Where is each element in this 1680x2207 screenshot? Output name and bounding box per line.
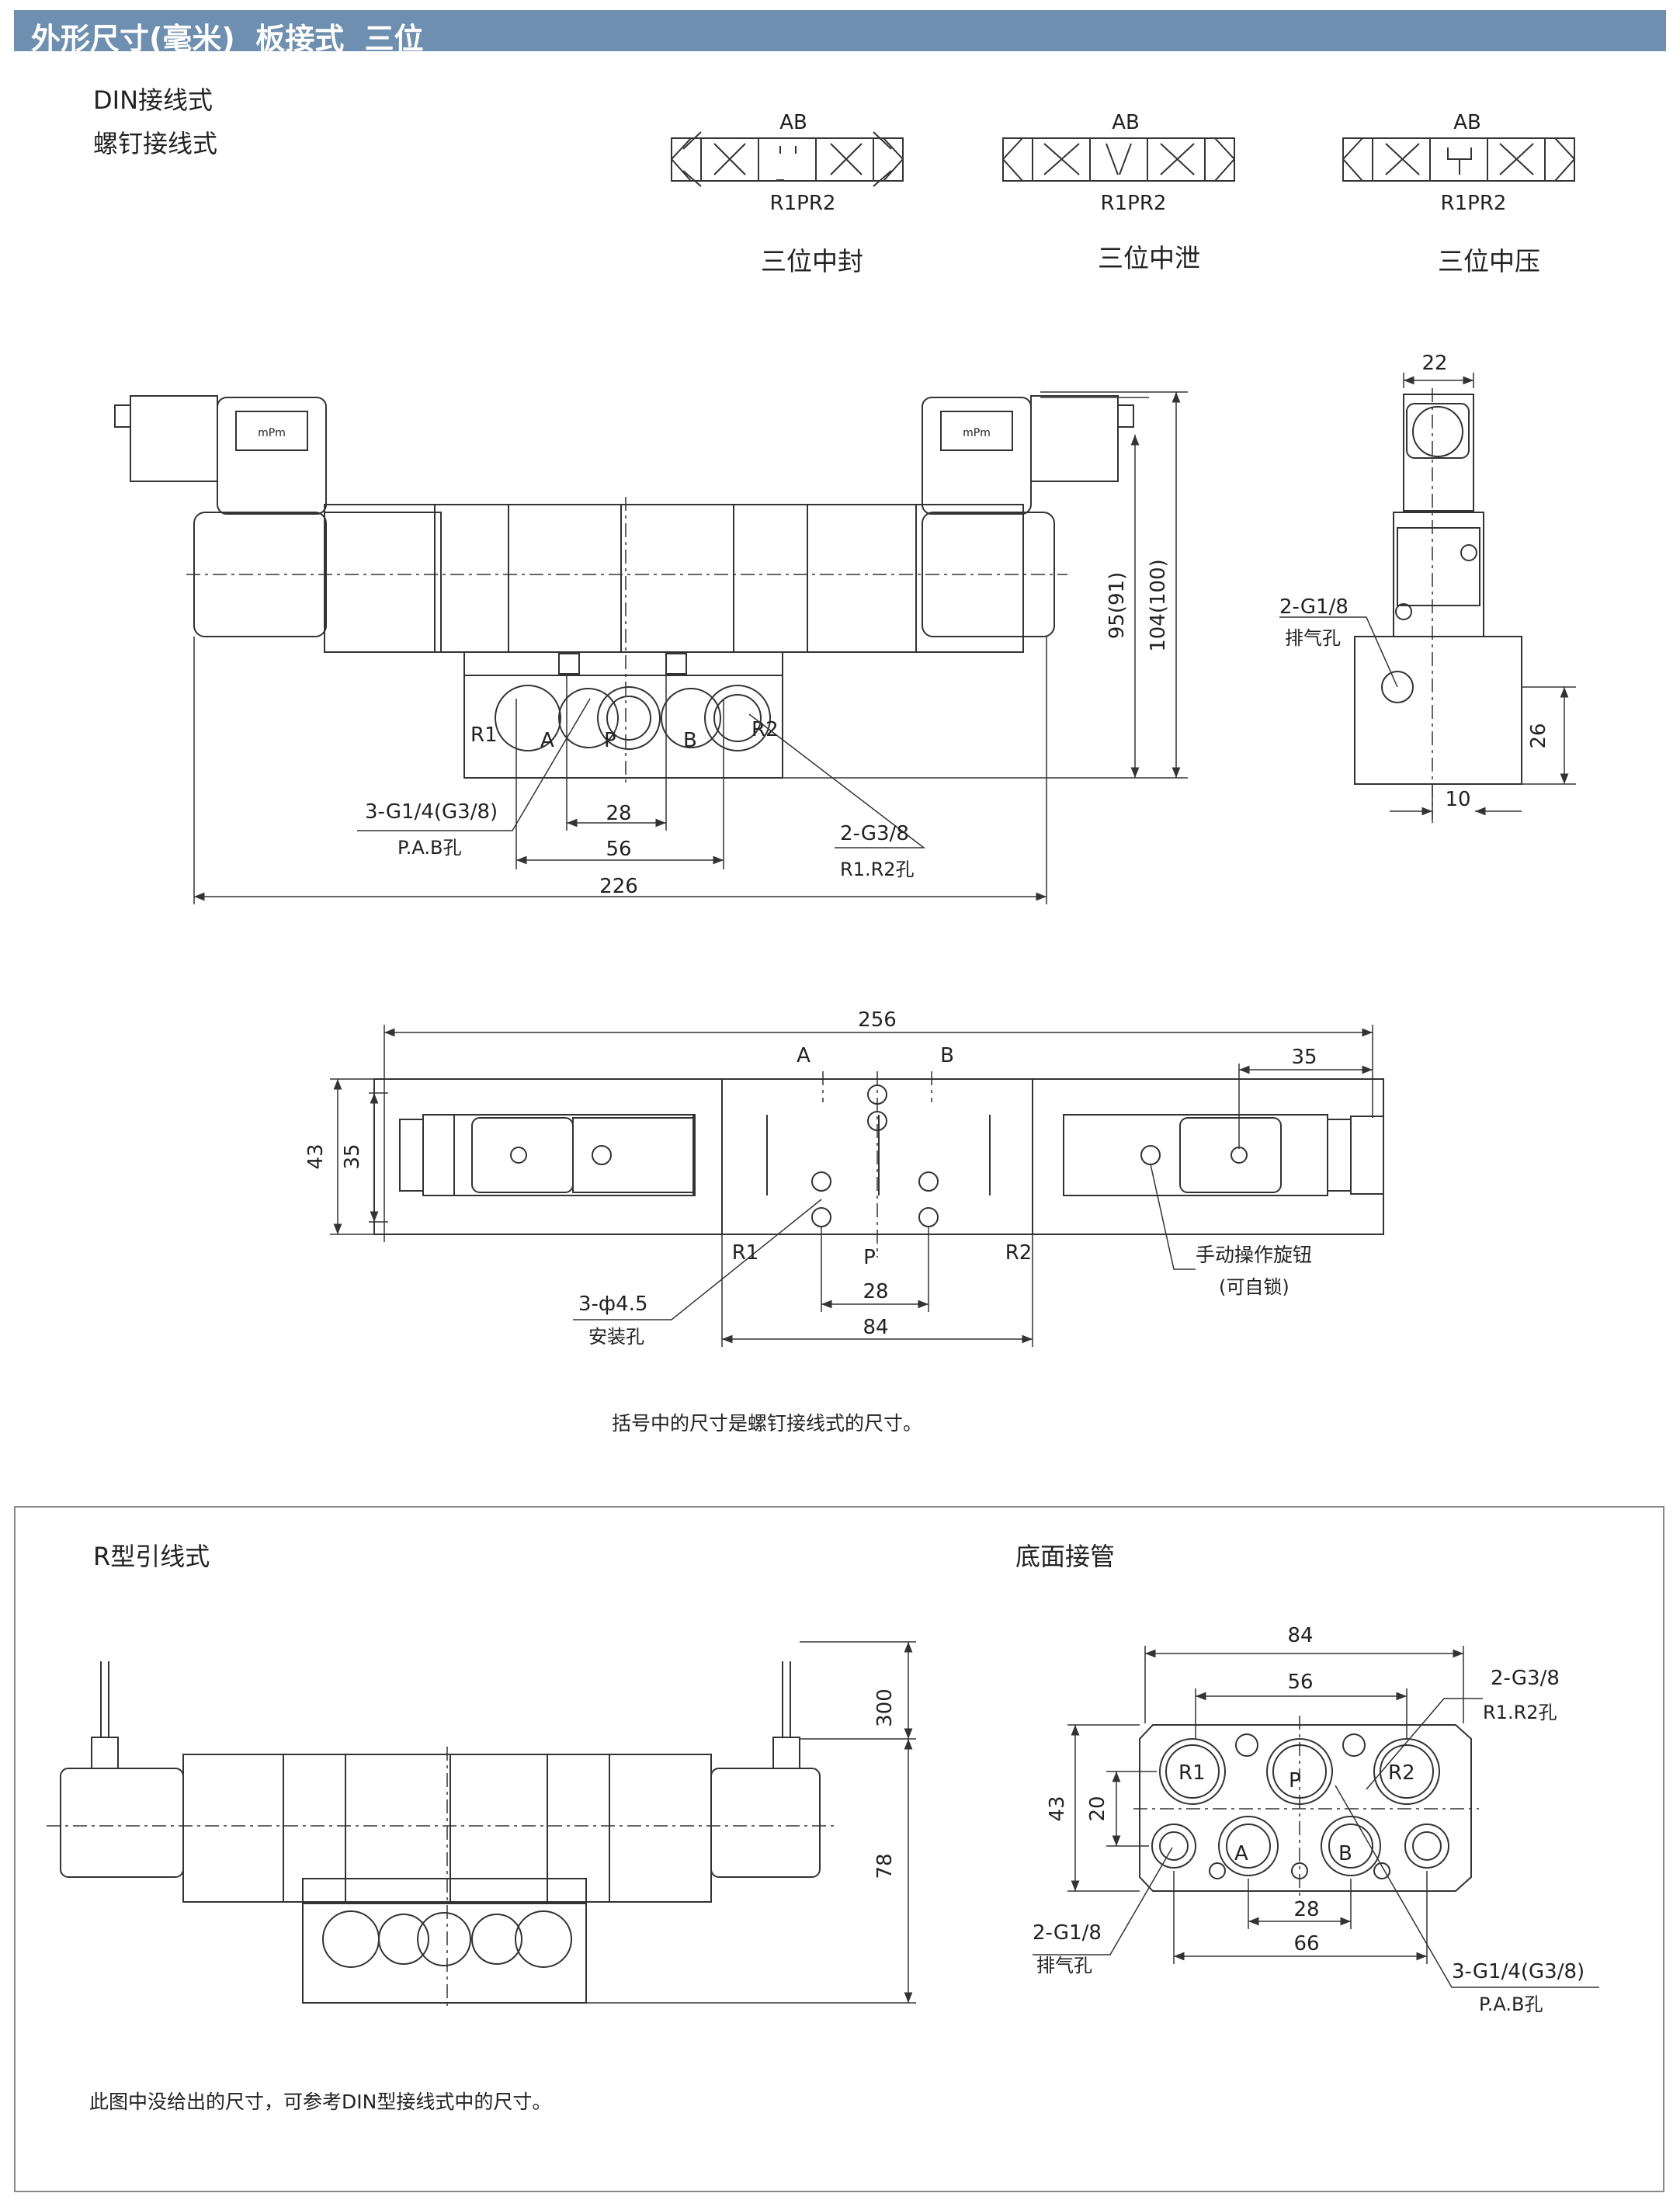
bottom-frame <box>14 1506 1664 2192</box>
front-view-valve: mPm mPm <box>114 395 1134 779</box>
symbol-3-bottom: R1PR2 <box>1441 192 1507 215</box>
front-callout-r-2: R1.R2孔 <box>840 859 915 880</box>
side-dim-26: 26 <box>1527 723 1550 748</box>
note-parenthesis: 括号中的尺寸是螺钉接线式的尺寸。 <box>612 1412 923 1435</box>
front-port-r2: R2 <box>751 718 779 741</box>
title-r-type: R型引线式 <box>93 1542 210 1571</box>
top-dim-35-right: 35 <box>1291 1046 1317 1069</box>
side-view-valve <box>1354 394 1522 785</box>
top-label-a: A <box>797 1044 810 1067</box>
note-bottom: 此图中没给出的尺寸，可参考DIN型接线式中的尺寸。 <box>89 2091 552 2113</box>
front-callout-pab-1: 3-G1/4(G3/8) <box>365 800 498 824</box>
symbol-3-top: AB <box>1453 111 1481 134</box>
front-view-centerline <box>186 497 1067 784</box>
front-dim-104: 104(100) <box>1147 559 1170 652</box>
base-port-p: P <box>1289 1769 1301 1792</box>
top-view-dims <box>330 1025 1373 1347</box>
r-dim-78: 78 <box>873 1853 897 1879</box>
base-callout-ex-1: 2-G1/8 <box>1033 1921 1102 1945</box>
coil-brand-right: mPm <box>963 427 991 439</box>
symbol-1-caption: 三位中封 <box>761 246 863 276</box>
symbol-1-bottom: R1PR2 <box>770 192 836 215</box>
section-title: 外形尺寸(毫米) 板接式 三位 <box>31 22 424 56</box>
top-callout-manual-1: 手动操作旋钮 <box>1196 1244 1312 1266</box>
symbol-3-caption: 三位中压 <box>1438 246 1540 276</box>
top-label-b: B <box>940 1044 954 1067</box>
base-callout-pab-1: 3-G1/4(G3/8) <box>1452 1960 1585 1983</box>
front-dim-95: 95(91) <box>1106 572 1129 639</box>
front-port-p: P <box>604 729 616 752</box>
label-screw: 螺钉接线式 <box>93 129 218 158</box>
base-port-r2: R2 <box>1388 1761 1415 1785</box>
top-dim-28: 28 <box>863 1280 888 1303</box>
valve-symbol-pressure-center <box>1342 137 1575 182</box>
r-dim-300: 300 <box>873 1688 897 1727</box>
valve-symbol-closed-center <box>671 131 904 187</box>
front-dim-28: 28 <box>606 802 631 825</box>
symbol-2-bottom: R1PR2 <box>1101 192 1167 215</box>
front-callout-pab-2: P.A.B孔 <box>397 837 461 859</box>
top-label-r2: R2 <box>1005 1241 1033 1265</box>
r-type-valve <box>60 1661 821 2004</box>
front-port-b: B <box>683 729 697 752</box>
top-dim-256: 256 <box>858 1008 897 1032</box>
top-dim-84: 84 <box>863 1316 888 1339</box>
front-dim-226: 226 <box>599 875 638 898</box>
top-callout-hole-1: 3-ф4.5 <box>578 1293 648 1316</box>
side-callout-2: 排气孔 <box>1285 627 1341 649</box>
base-dim-66: 66 <box>1293 1932 1319 1955</box>
top-view-centerline <box>822 1071 932 1258</box>
front-view-dims <box>193 391 1188 904</box>
base-callout-pab-2: P.A.B孔 <box>1479 1994 1543 2015</box>
side-dim-10: 10 <box>1445 788 1470 811</box>
r-type-dims <box>586 1641 916 2004</box>
symbol-2-top: AB <box>1112 111 1140 134</box>
base-dim-84: 84 <box>1287 1624 1313 1647</box>
base-dim-43: 43 <box>1046 1796 1069 1821</box>
front-port-r1: R1 <box>470 724 498 747</box>
side-callout-1: 2-G1/8 <box>1279 595 1349 619</box>
base-dim-28: 28 <box>1293 1898 1319 1921</box>
top-label-r1: R1 <box>732 1241 759 1265</box>
top-view-valve <box>373 1078 1384 1235</box>
section-header: 外形尺寸(毫米) 板接式 三位 <box>14 10 1666 56</box>
side-dim-22: 22 <box>1421 352 1447 375</box>
base-port-r1: R1 <box>1178 1761 1206 1785</box>
base-dims <box>1033 1646 1599 1988</box>
base-port-a: A <box>1234 1842 1248 1865</box>
coil-brand-left: mPm <box>258 427 286 439</box>
base-dim-56: 56 <box>1287 1671 1313 1694</box>
front-dim-56: 56 <box>606 838 631 861</box>
top-callout-hole-2: 安装孔 <box>588 1326 644 1348</box>
symbol-1-top: AB <box>779 111 807 134</box>
symbol-2-caption: 三位中泄 <box>1098 243 1200 273</box>
top-label-p: P <box>863 1246 876 1269</box>
base-port-b: B <box>1338 1842 1352 1865</box>
base-centerline <box>1133 1716 1479 1902</box>
base-callout-r-1: 2-G3/8 <box>1491 1667 1560 1690</box>
base-dim-20: 20 <box>1086 1796 1109 1821</box>
label-din: DIN接线式 <box>93 85 213 115</box>
front-port-a: A <box>540 729 554 752</box>
front-callout-r-1: 2-G3/8 <box>840 822 909 845</box>
base-callout-r-2: R1.R2孔 <box>1483 1702 1557 1723</box>
top-callout-manual-2: (可自锁) <box>1219 1276 1290 1298</box>
valve-symbol-exhaust-center <box>1002 137 1235 182</box>
top-dim-43: 43 <box>304 1143 328 1169</box>
base-callout-ex-2: 排气孔 <box>1036 1955 1092 1976</box>
top-dim-35-left: 35 <box>341 1143 364 1169</box>
title-base-piping: 底面接管 <box>1015 1542 1116 1571</box>
base-plate <box>1139 1724 1472 1892</box>
r-type-centerline <box>47 1747 838 2011</box>
